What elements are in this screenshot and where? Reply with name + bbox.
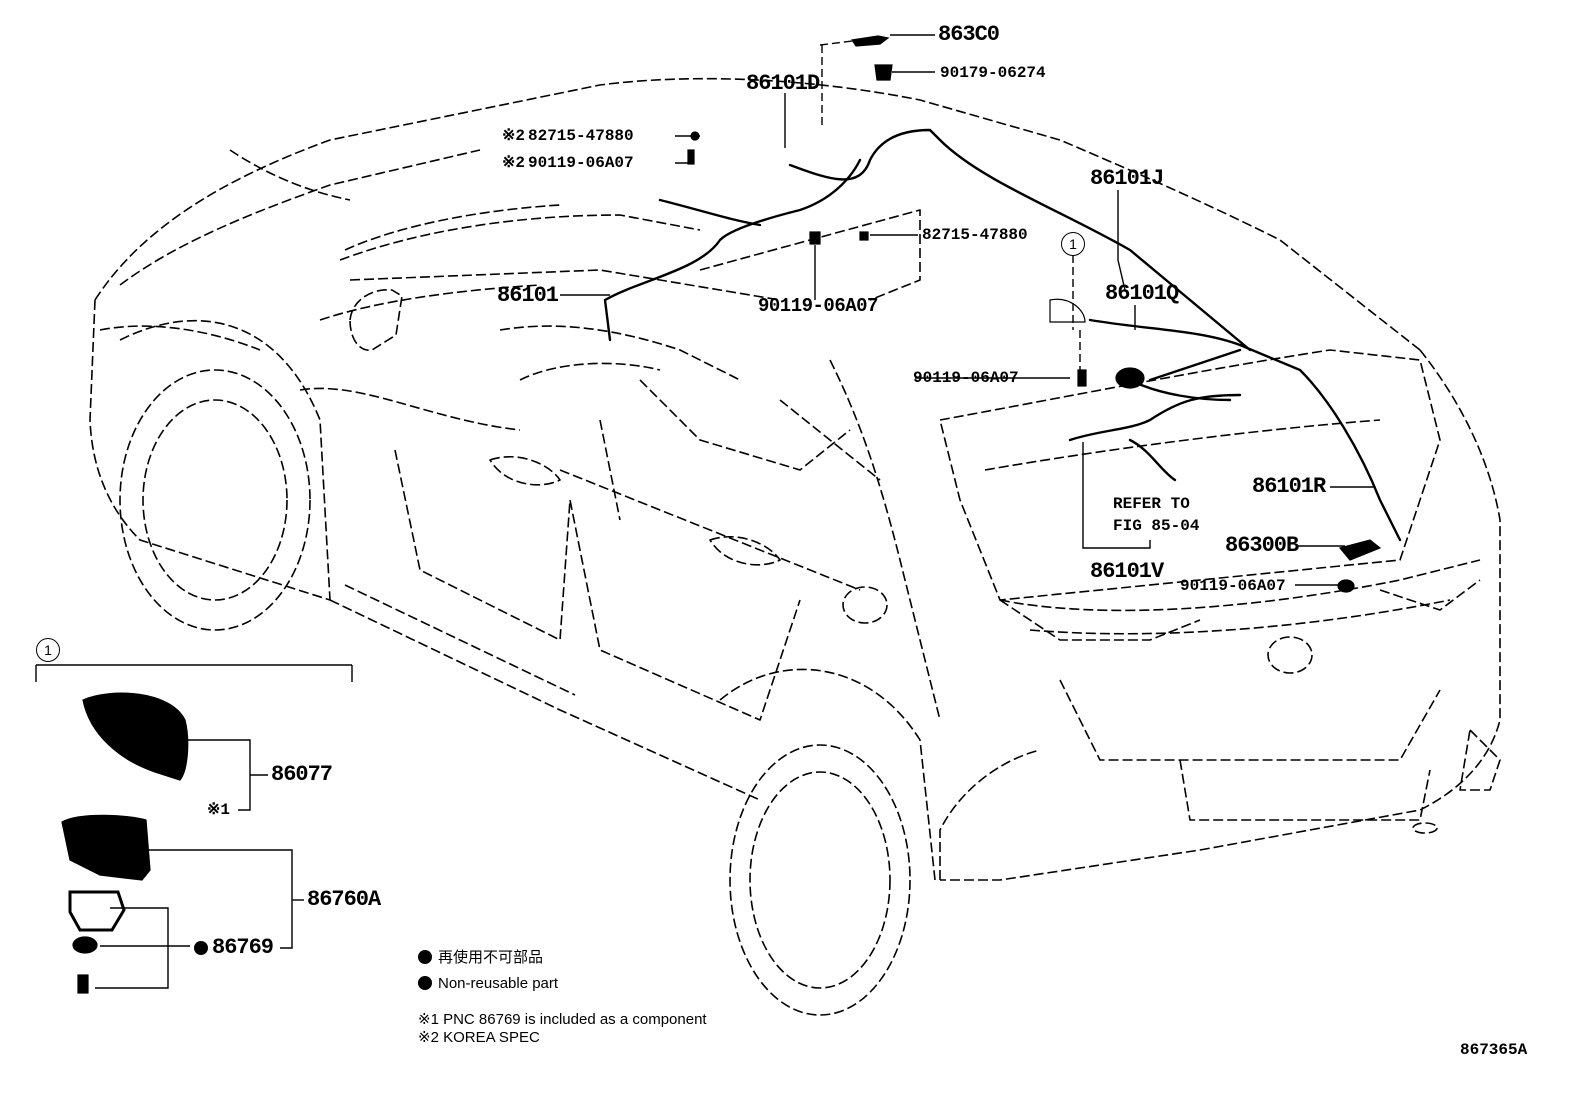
antenna-cord-harness bbox=[603, 128, 1402, 542]
label-90119-06A07-b: 90119-06A07 bbox=[758, 295, 878, 317]
callout-circle-detail: 1 bbox=[36, 638, 60, 662]
footnote-2: ※2 KOREA SPEC bbox=[418, 1029, 540, 1046]
label-82715-47880-a: 82715-47880 bbox=[528, 127, 634, 145]
refer-line-1: REFER TO bbox=[1113, 495, 1190, 513]
leader-lines bbox=[35, 34, 1375, 989]
part-glyphs bbox=[61, 35, 1382, 994]
label-86101V: 86101V bbox=[1090, 559, 1164, 584]
label-86769: 86769 bbox=[194, 935, 274, 960]
refer-line-2: FIG 85-04 bbox=[1113, 517, 1200, 535]
legend-en-text: Non-reusable part bbox=[438, 975, 559, 992]
legend-en: Non-reusable part bbox=[418, 976, 558, 991]
diagram-id: 867365A bbox=[1460, 1041, 1528, 1059]
legend-jp-text: 再使用不可部品 bbox=[438, 949, 544, 966]
leader-lines-dashed bbox=[819, 39, 1081, 378]
callout-circle-main: 1 bbox=[1061, 232, 1085, 256]
label-86300B: 86300B bbox=[1225, 533, 1299, 558]
legend-dot-jp bbox=[418, 950, 432, 964]
label-86101J: 86101J bbox=[1090, 166, 1164, 191]
label-90179-06274: 90179-06274 bbox=[940, 64, 1046, 82]
legend-dot-en bbox=[418, 976, 432, 990]
legend-jp: 再使用不可部品 bbox=[418, 950, 543, 965]
label-863C0: 863C0 bbox=[938, 22, 1000, 47]
label-82715-47880-b: 82715-47880 bbox=[922, 226, 1028, 244]
non-reusable-dot bbox=[194, 941, 208, 955]
label-86077: 86077 bbox=[271, 762, 333, 787]
label-86760A: 86760A bbox=[307, 887, 381, 912]
korea-mark-2: ※2 bbox=[502, 154, 526, 172]
label-86101Q: 86101Q bbox=[1105, 281, 1179, 306]
label-86101R: 86101R bbox=[1252, 474, 1326, 499]
footnote-1: ※1 PNC 86769 is included as a component bbox=[418, 1011, 707, 1028]
label-86101: 86101 bbox=[497, 283, 559, 308]
korea-mark-1: ※2 bbox=[502, 127, 526, 145]
note1-mark: ※1 bbox=[207, 801, 231, 819]
label-90119-06A07-c: 90119-06A07 bbox=[913, 369, 1019, 387]
vehicle-body-outline bbox=[89, 77, 1501, 1016]
label-90119-06A07-a: 90119-06A07 bbox=[528, 154, 634, 172]
label-86101D: 86101D bbox=[746, 71, 820, 96]
label-86769-text: 86769 bbox=[212, 935, 274, 960]
label-90119-06A07-d: 90119-06A07 bbox=[1180, 577, 1286, 595]
